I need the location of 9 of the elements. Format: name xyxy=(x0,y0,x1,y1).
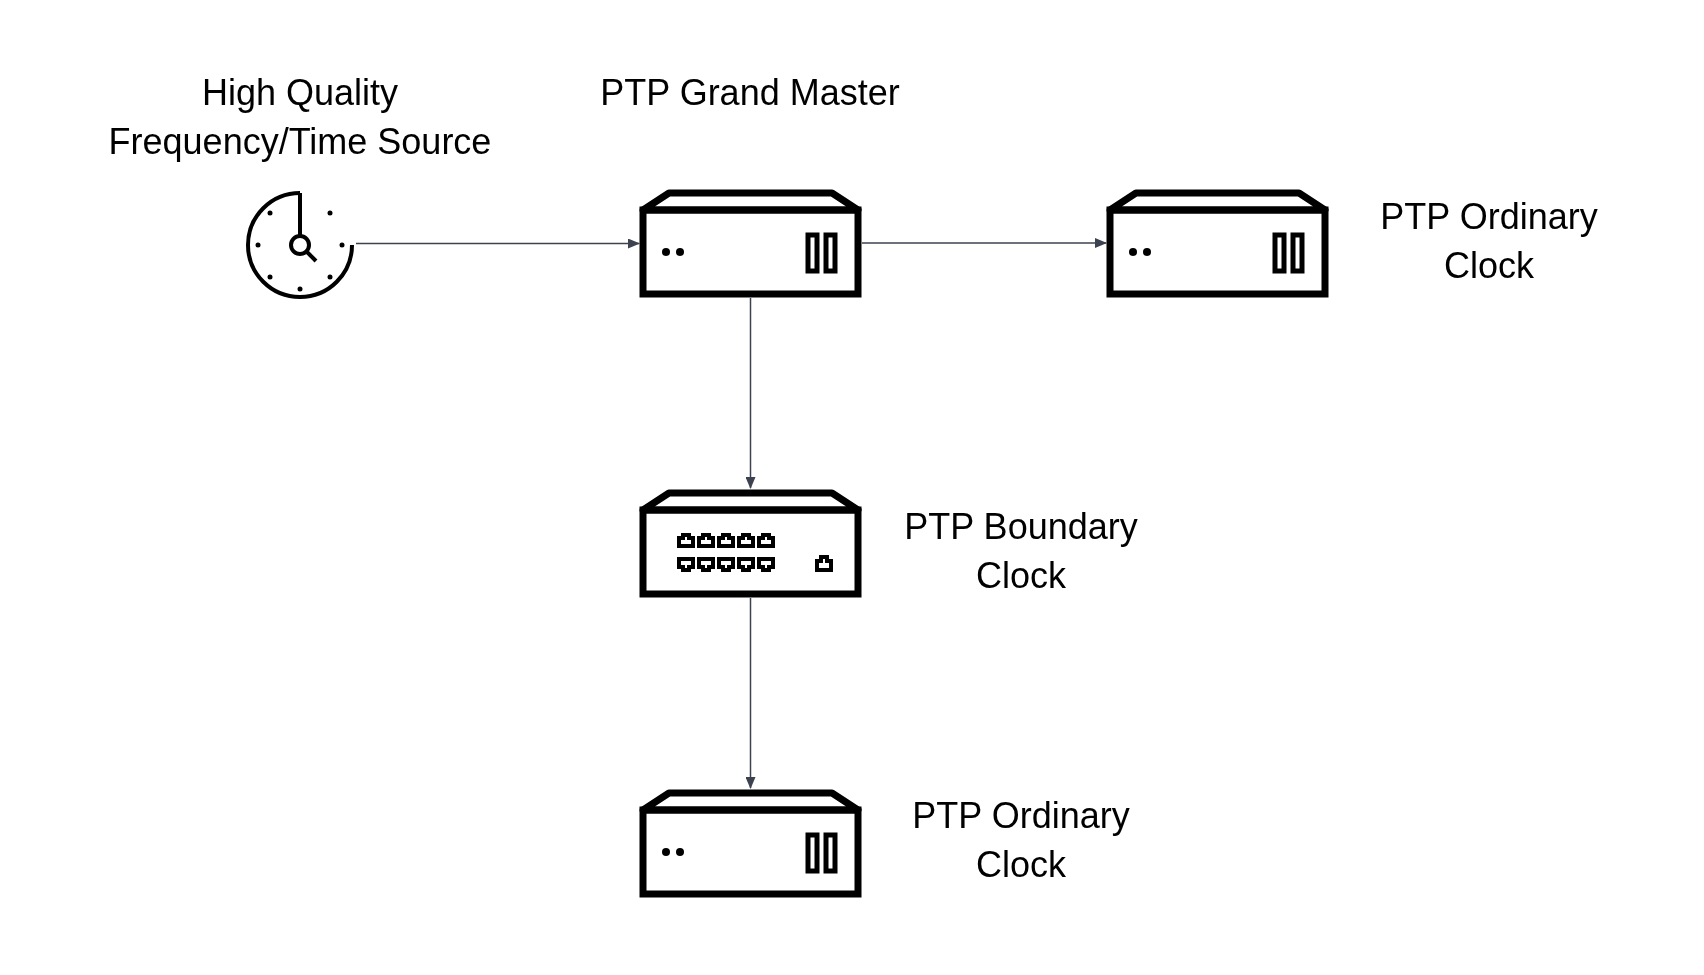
arrow xyxy=(861,238,1107,248)
node-label: PTP Ordinary Clock xyxy=(911,794,1131,887)
node-label: PTP Ordinary Clock xyxy=(1379,195,1599,288)
arrow xyxy=(355,238,640,249)
arrow xyxy=(745,297,756,489)
arrow xyxy=(745,597,756,789)
node-label: PTP Grand Master xyxy=(600,71,900,115)
node-label: PTP Boundary Clock xyxy=(903,505,1139,598)
node-label: High Quality Frequency/Time Source xyxy=(107,71,493,164)
